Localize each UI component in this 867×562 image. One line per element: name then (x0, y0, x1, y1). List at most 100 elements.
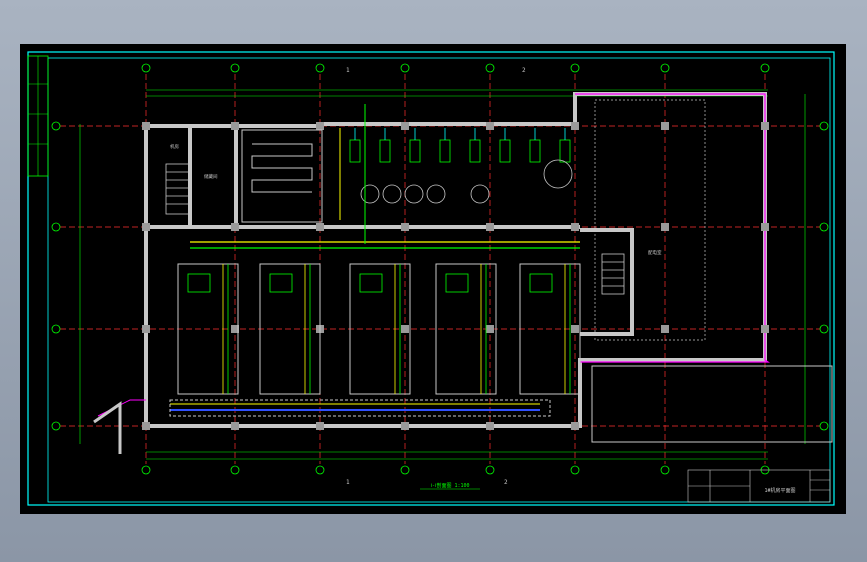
axis-bubble-top (570, 63, 580, 73)
tank-large (543, 159, 573, 189)
column (231, 223, 239, 231)
tank (404, 184, 424, 204)
axis-bubble-top (660, 63, 670, 73)
column (316, 422, 324, 430)
column (231, 422, 239, 430)
column (486, 122, 494, 130)
axis-bubble-left (51, 222, 61, 232)
column (571, 422, 579, 430)
bottom-axis-label-1: 1 (346, 479, 350, 486)
column (661, 223, 669, 231)
axis-bubble-right (819, 421, 829, 431)
pump (559, 139, 571, 163)
tank (382, 184, 402, 204)
room-label-c: 配电室 (648, 249, 662, 256)
boiler-unit (519, 263, 581, 395)
column (401, 325, 409, 333)
burner (529, 273, 553, 293)
axis-bubble-right (819, 222, 829, 232)
pump (409, 139, 421, 163)
column (401, 223, 409, 231)
column (231, 325, 239, 333)
dimension-lines (79, 89, 806, 460)
top-axis-label-2: 2 (522, 67, 526, 74)
boiler-unit (259, 263, 321, 395)
serpentine-tank (241, 129, 323, 223)
magenta-outline (575, 93, 770, 363)
pump (499, 139, 511, 163)
axis-bubble-left (51, 421, 61, 431)
boiler-unit (177, 263, 239, 395)
pump (379, 139, 391, 163)
column (401, 122, 409, 130)
main-pipes (93, 104, 580, 454)
cad-viewport[interactable]: 1#机房平面图 Ⅰ-Ⅰ剖面图 1:100 机房 储藏间 配电室 1 2 1 2 (20, 44, 846, 514)
column (401, 422, 409, 430)
boiler-units (177, 263, 581, 395)
column (661, 122, 669, 130)
boiler-unit (435, 263, 497, 395)
column (761, 223, 769, 231)
column (571, 325, 579, 333)
top-axis-label-1: 1 (346, 67, 350, 74)
column (761, 325, 769, 333)
boiler-unit (349, 263, 411, 395)
stairs-right (601, 253, 625, 295)
tank (426, 184, 446, 204)
axis-bubble-bottom (660, 465, 670, 475)
axis-bubble-right (819, 121, 829, 131)
axis-bubble-bottom (230, 465, 240, 475)
burner (445, 273, 469, 293)
axis-bubble-bottom (485, 465, 495, 475)
burner (187, 273, 211, 293)
axis-bubble-right (819, 324, 829, 334)
axis-bubble-top (400, 63, 410, 73)
axis-bubble-bottom (400, 465, 410, 475)
axis-bubble-top (315, 63, 325, 73)
column (142, 422, 150, 430)
stairs-left (165, 163, 191, 215)
column (486, 422, 494, 430)
axis-bubble-top (485, 63, 495, 73)
pump (469, 139, 481, 163)
column (571, 122, 579, 130)
axis-bubble-bottom (141, 465, 151, 475)
bottom-axis-label-2: 2 (504, 479, 508, 486)
title-block-name: 1#机房平面图 (764, 487, 795, 494)
axis-grid (60, 74, 820, 464)
column (761, 122, 769, 130)
axis-bubble-left (51, 121, 61, 131)
pump (349, 139, 361, 163)
column (486, 325, 494, 333)
burner (269, 273, 293, 293)
pump (529, 139, 541, 163)
room-label-a: 机房 (170, 143, 179, 150)
right-zone-lower (591, 365, 833, 443)
tank (470, 184, 490, 204)
column (316, 223, 324, 231)
drawing-frame-outer (27, 51, 835, 506)
burner (359, 273, 383, 293)
column (142, 122, 150, 130)
pump (439, 139, 451, 163)
column (142, 223, 150, 231)
cad-drawing[interactable]: 1#机房平面图 Ⅰ-Ⅰ剖面图 1:100 机房 储藏间 配电室 1 2 1 2 (20, 44, 846, 514)
room-label-b: 储藏间 (204, 173, 218, 180)
column (142, 325, 150, 333)
column (571, 223, 579, 231)
axis-bubble-top (230, 63, 240, 73)
axis-bubble-top (760, 63, 770, 73)
building-walls (144, 92, 767, 428)
axis-bubble-top (141, 63, 151, 73)
column (316, 122, 324, 130)
axis-bubble-bottom (570, 465, 580, 475)
column (661, 325, 669, 333)
pump-room-equipment (349, 128, 573, 204)
column (231, 122, 239, 130)
axis-bubble-left (51, 324, 61, 334)
drawing-caption: Ⅰ-Ⅰ剖面图 1:100 (430, 482, 469, 489)
drawing-frame-inner (47, 57, 831, 503)
side-strip (27, 55, 49, 177)
title-block[interactable] (687, 469, 831, 503)
right-zone (594, 99, 706, 341)
